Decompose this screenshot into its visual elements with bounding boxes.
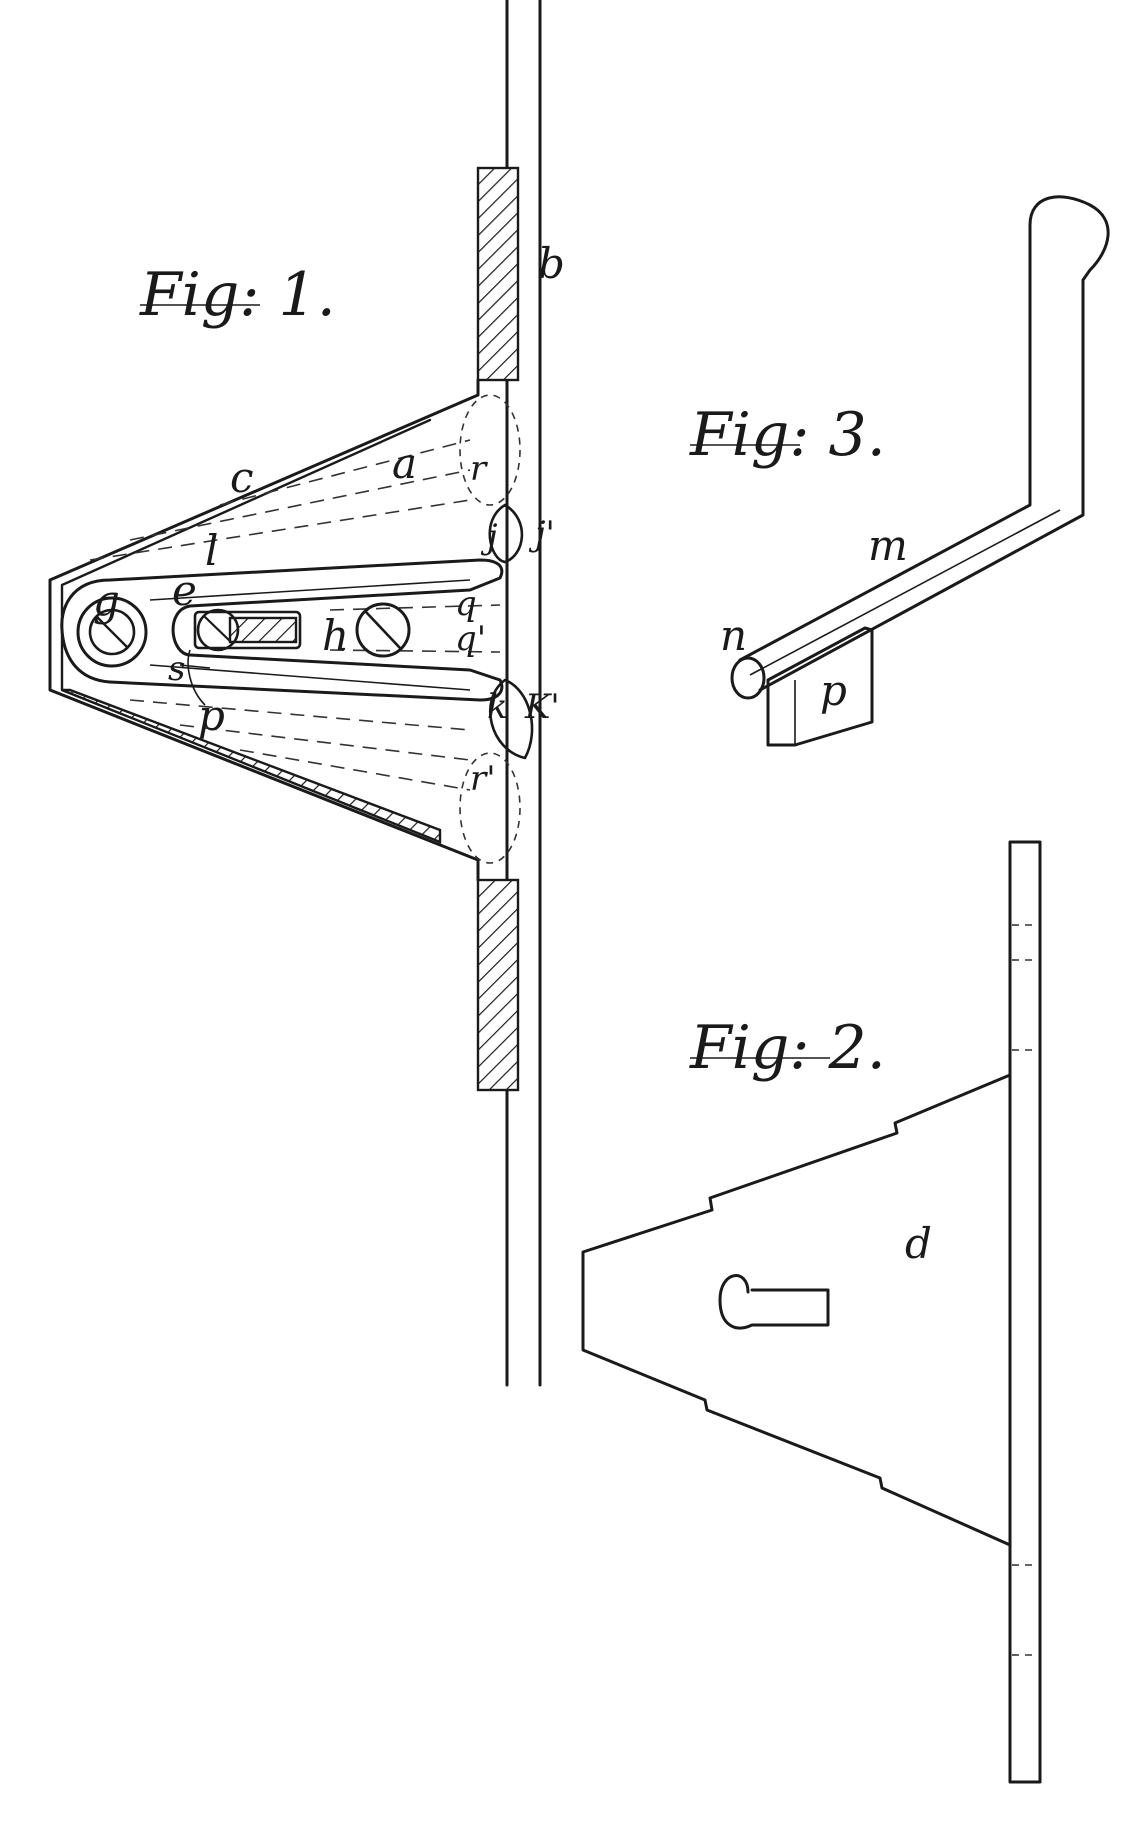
fig1-title: Fig: 1.: [139, 260, 336, 330]
hidden-line-2: [129, 469, 471, 541]
slot-screw: [196, 608, 240, 652]
label-r: r: [470, 449, 488, 489]
screw-h: [355, 602, 411, 658]
label-q-prime: q': [455, 619, 486, 659]
hidden-line-6: [239, 749, 471, 791]
label-h: h: [322, 611, 349, 660]
leader-p: [187, 649, 206, 706]
label-m: m: [868, 521, 908, 570]
housing-lower-wall: [61, 688, 442, 844]
upper-arm-edge: [149, 579, 471, 601]
hidden-line-1: [89, 499, 471, 561]
housing-outer-outline: [48, 378, 480, 882]
figure-2: Fig: 2. d: [581, 840, 1042, 1784]
label-r-prime: r': [470, 759, 496, 799]
block-p: [766, 626, 874, 747]
catch-j: [488, 503, 524, 564]
label-e: e: [172, 566, 197, 615]
label-l: l: [205, 526, 218, 575]
lower-hatched-block: [476, 878, 520, 1092]
label-k-prime: K': [524, 687, 560, 727]
label-b: b: [538, 239, 565, 288]
label-j-prime: j': [528, 514, 555, 554]
label-j: j: [480, 517, 498, 557]
screw-h-slot: [364, 610, 402, 650]
label-a: a: [392, 439, 417, 488]
pivot-boss-g: [76, 596, 148, 668]
pivot-screw-slot: [95, 615, 129, 649]
plate-d-outline: [581, 1073, 1012, 1547]
hidden-line-7: [329, 604, 501, 611]
hidden-line-3: [219, 439, 471, 506]
handle-m-highlight: [749, 509, 1061, 676]
slot-insert: [228, 616, 298, 644]
rod-end-n: [730, 656, 766, 700]
spring-tongue-outline: [60, 558, 504, 702]
catch-k: [488, 678, 534, 760]
label-d: d: [905, 1219, 932, 1268]
label-n: n: [720, 611, 747, 660]
leader-s: [179, 664, 211, 669]
lower-arm-edge: [149, 664, 471, 691]
label-s: s: [168, 649, 185, 689]
fig2-title: Fig: 2.: [689, 1013, 886, 1083]
keyhole: [718, 1274, 830, 1330]
figure-1: Fig: 1. b c a r j j' l g e h q q' s p k …: [48, 0, 565, 1387]
label-p-fig1: p: [198, 691, 225, 740]
back-plate-strip: [1008, 840, 1042, 1784]
lobe-r: [459, 394, 521, 506]
pivot-screw-g: [88, 608, 136, 656]
handle-m: [738, 195, 1110, 692]
slot-screw-slot: [203, 615, 234, 645]
label-k: k: [487, 687, 508, 727]
hidden-line-5: [179, 724, 471, 761]
adjusting-slot: [193, 610, 302, 650]
lobe-r-prime: [459, 752, 521, 864]
hidden-line-8: [329, 649, 501, 653]
label-g: g: [93, 576, 120, 625]
fig3-title: Fig: 3.: [689, 400, 886, 470]
upper-hatched-block: [476, 166, 520, 382]
label-q: q: [455, 584, 477, 624]
label-c: c: [230, 453, 254, 502]
hidden-line-4: [129, 699, 471, 731]
figure-3: Fig: 3. m n p: [689, 195, 1110, 747]
label-p-fig3: p: [820, 666, 847, 715]
